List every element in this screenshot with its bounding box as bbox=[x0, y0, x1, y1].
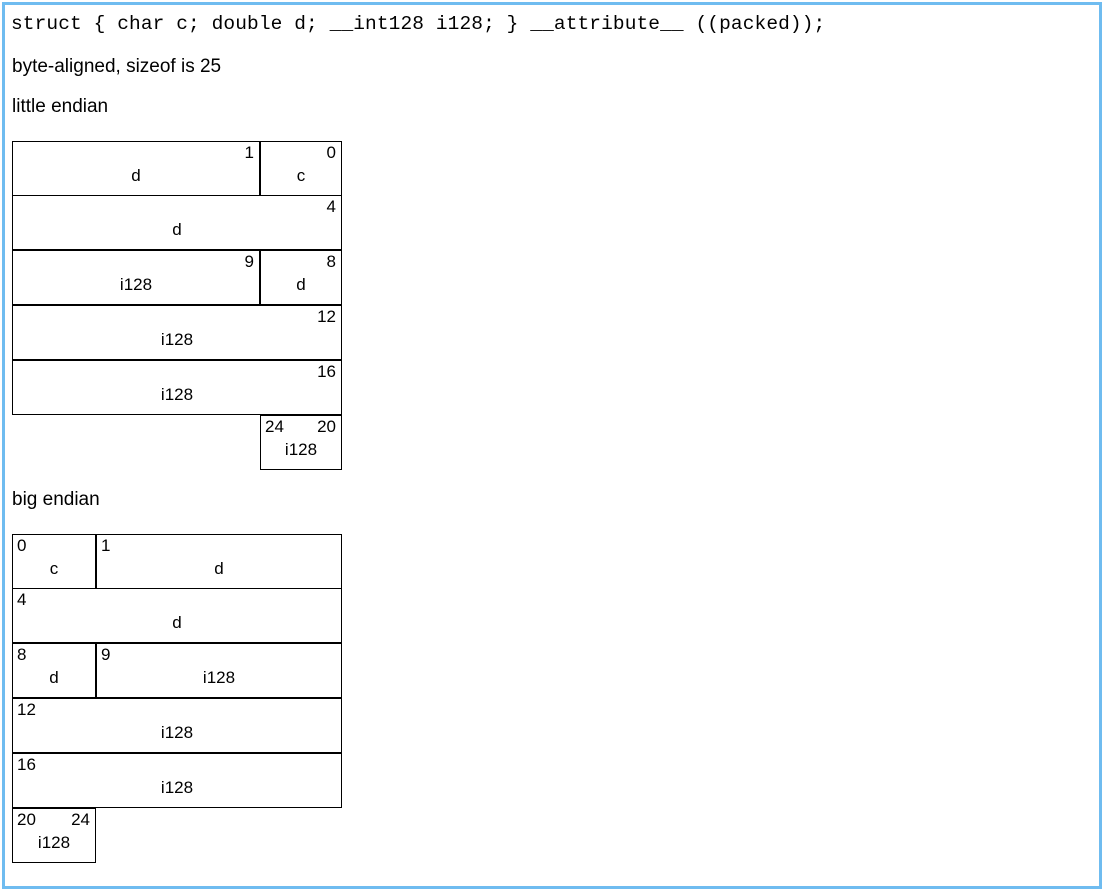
byte-offset-label: 20 bbox=[317, 417, 336, 436]
memory-cell-i128: 16 i128 bbox=[12, 360, 342, 415]
byte-offset-label: 12 bbox=[317, 307, 336, 326]
byte-offset-label: 4 bbox=[17, 590, 27, 609]
byte-offset-label: 8 bbox=[326, 252, 336, 271]
field-name-label: d bbox=[172, 220, 182, 239]
memory-row: 12 i128 bbox=[12, 305, 343, 361]
memory-cell-i128: 24 20 i128 bbox=[260, 415, 342, 470]
byte-offset-label: 9 bbox=[101, 645, 111, 664]
byte-offset-label: 20 bbox=[17, 810, 36, 829]
field-name-label: d bbox=[214, 559, 224, 578]
alignment-note: byte-aligned, sizeof is 25 bbox=[12, 56, 222, 77]
field-name-label: i128 bbox=[160, 330, 194, 349]
byte-offset-label: 0 bbox=[17, 536, 27, 555]
memory-row: 12 i128 bbox=[12, 698, 343, 754]
memory-cell-i128: 12 i128 bbox=[12, 698, 342, 753]
memory-cell-i128: 12 i128 bbox=[12, 305, 342, 360]
field-name-label: i128 bbox=[202, 668, 236, 687]
memory-cell-i128: 16 i128 bbox=[12, 753, 342, 808]
field-name-label: i128 bbox=[37, 833, 71, 852]
big-endian-heading: big endian bbox=[12, 489, 100, 510]
field-name-label: c bbox=[49, 559, 59, 578]
field-name-label: i128 bbox=[160, 723, 194, 742]
byte-offset-label: 9 bbox=[244, 252, 254, 271]
memory-row: 16 i128 bbox=[12, 360, 343, 416]
memory-cell-i128: 9 i128 bbox=[96, 643, 342, 698]
byte-offset-label: 4 bbox=[326, 197, 336, 216]
page-content: struct { char c; double d; __int128 i128… bbox=[5, 5, 1099, 886]
byte-offset-label: 24 bbox=[71, 810, 90, 829]
byte-offset-label: 16 bbox=[317, 362, 336, 381]
field-name-label: c bbox=[296, 166, 306, 185]
field-name-label: i128 bbox=[284, 440, 318, 459]
byte-offset-label: 8 bbox=[17, 645, 27, 664]
field-name-label: d bbox=[296, 275, 306, 294]
little-endian-heading: little endian bbox=[12, 96, 109, 117]
field-name-label: d bbox=[49, 668, 59, 687]
memory-row: 24 20 i128 bbox=[13, 415, 343, 471]
struct-declaration: struct { char c; double d; __int128 i128… bbox=[11, 13, 826, 35]
field-name-label: i128 bbox=[119, 275, 153, 294]
field-name-label: i128 bbox=[160, 778, 194, 797]
byte-offset-label: 1 bbox=[101, 536, 111, 555]
byte-offset-label: 24 bbox=[265, 417, 284, 436]
byte-offset-label: 0 bbox=[326, 143, 336, 162]
byte-offset-label: 16 bbox=[17, 755, 36, 774]
byte-offset-label: 12 bbox=[17, 700, 36, 719]
memory-row: 16 i128 bbox=[12, 753, 343, 809]
memory-cell-i128: 9 i128 bbox=[12, 250, 260, 305]
byte-offset-label: 1 bbox=[244, 143, 254, 162]
field-name-label: d bbox=[131, 166, 141, 185]
field-name-label: d bbox=[172, 613, 182, 632]
field-name-label: i128 bbox=[160, 385, 194, 404]
